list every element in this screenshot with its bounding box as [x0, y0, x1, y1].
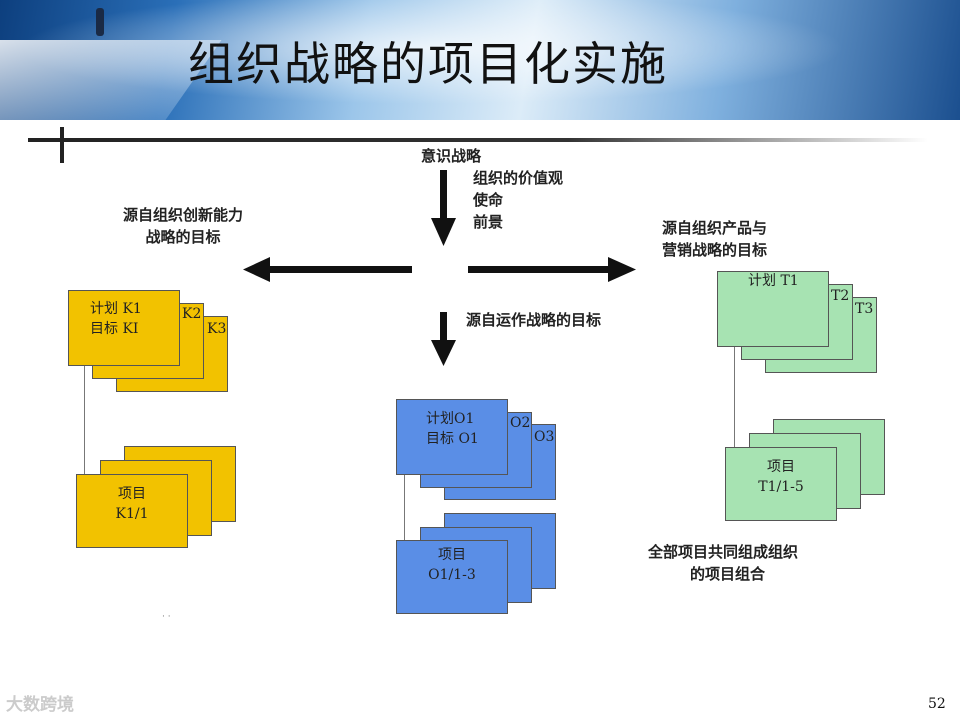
- right-goal-label-line1: 源自组织产品与: [662, 219, 768, 237]
- right-goal-label-line2: 营销战略的目标: [662, 241, 768, 259]
- middle-connector-vertical: [404, 475, 405, 541]
- middle-plan-card-1: [396, 399, 508, 475]
- left-project-text-line1: 项目: [118, 486, 146, 502]
- portfolio-label-line2: 的项目组合: [690, 565, 766, 583]
- banner-person-figure: [96, 8, 104, 36]
- right-plan-card-1: [717, 271, 829, 347]
- portfolio-label-line1: 全部项目共同组成组织: [648, 543, 799, 561]
- left-goal-label-line1: 源自组织创新能力: [122, 206, 243, 224]
- values-label: 组织的价值观: [473, 169, 564, 187]
- arrow-right-head: [608, 257, 636, 282]
- left-plan-card-1: [68, 290, 180, 366]
- left-project-card-1: [76, 474, 188, 548]
- header-banner: [0, 0, 960, 120]
- watermark-logo: 大数跨境: [6, 695, 74, 715]
- middle-goal-label: 源自运作战略的目标: [466, 311, 602, 329]
- arrow-down-top-shaft: [440, 170, 447, 220]
- left-small-marks: · ·: [162, 612, 171, 622]
- arrow-down-middle-shaft: [440, 312, 447, 342]
- middle-project-text-line1: 项目: [438, 547, 466, 563]
- right-project-text-line2: T1/1-5: [758, 479, 804, 495]
- left-tab-k2: K2: [182, 306, 202, 322]
- middle-plan-text-line2: 目标 O1: [426, 431, 479, 447]
- right-tab-t2: T2: [831, 288, 850, 304]
- right-plan-text-line1: 计划 T1: [748, 273, 799, 289]
- right-project-card-1: [725, 447, 837, 521]
- arrow-down-middle-head: [431, 340, 456, 366]
- slide-title: 组织战略的项目化实施: [188, 37, 668, 91]
- divider-cross-mark: [60, 127, 64, 163]
- right-connector-vertical: [734, 347, 735, 447]
- middle-project-text-line2: O1/1-3: [428, 567, 476, 583]
- vision-label: 前景: [473, 213, 504, 231]
- arrow-left-shaft: [268, 266, 412, 273]
- conscious-strategy-label: 意识战略: [421, 147, 482, 165]
- title-divider: [28, 138, 928, 142]
- middle-project-card-1: [396, 540, 508, 614]
- middle-tab-o2: O2: [510, 415, 531, 431]
- left-goal-label-line2: 战略的目标: [145, 228, 221, 246]
- left-plan-text-line2: 目标 KI: [90, 321, 139, 337]
- arrow-down-top-head: [431, 218, 456, 246]
- right-tab-t3: T3: [855, 301, 874, 317]
- middle-tab-o3: O3: [534, 429, 555, 445]
- left-plan-text-line1: 计划 K1: [90, 301, 142, 317]
- page-number: 52: [928, 696, 946, 712]
- middle-plan-text-line1: 计划O1: [426, 411, 475, 427]
- right-project-text-line1: 项目: [767, 459, 795, 475]
- arrow-left-head: [243, 257, 270, 282]
- mission-label: 使命: [473, 191, 504, 209]
- left-project-text-line2: K1/1: [115, 506, 149, 522]
- left-tab-k3: K3: [207, 321, 227, 337]
- left-connector-vertical: [84, 366, 85, 474]
- arrow-right-shaft: [468, 266, 610, 273]
